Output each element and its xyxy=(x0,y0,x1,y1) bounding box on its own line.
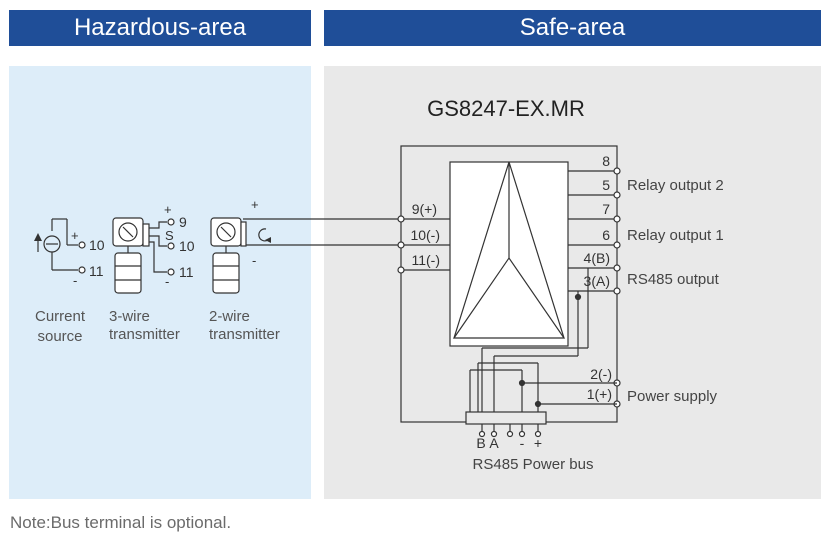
tx2-head-mark xyxy=(220,226,232,238)
tx3-terminal-9 xyxy=(167,218,175,226)
isolation-triangle xyxy=(452,256,566,339)
safe-area-panel xyxy=(324,66,821,499)
bus-pin-label-plus: + xyxy=(534,435,542,451)
tx3-wire-11 xyxy=(149,241,167,273)
terminal-9 xyxy=(397,215,405,223)
terminal-label-3: 3(A) xyxy=(584,273,610,289)
terminal-10 xyxy=(397,241,405,249)
right-terminals xyxy=(613,167,621,408)
junction-minus xyxy=(518,379,526,387)
tx3-pin-11: 11 xyxy=(179,264,194,280)
rs485-output-label: RS485 output xyxy=(627,271,720,288)
junction-a xyxy=(574,293,582,301)
tx2-body xyxy=(212,252,240,294)
current-source-pin-11: 11 xyxy=(89,263,104,279)
tx2-connector xyxy=(240,221,247,247)
two-wire-transmitter: + - 2-wire transmitter xyxy=(209,197,280,343)
tx3-plus: + xyxy=(164,202,172,217)
terminal-label-7: 7 xyxy=(602,201,610,217)
tx3-pin-10: 10 xyxy=(179,238,195,254)
terminal-label-2: 2(-) xyxy=(590,366,612,382)
terminal-label-6: 6 xyxy=(602,227,610,243)
power-supply-label: Power supply xyxy=(627,388,718,405)
relay-output-1-label: Relay output 1 xyxy=(627,227,724,244)
current-source: + - 10 11 Current source xyxy=(34,218,105,345)
tx3-terminal-10 xyxy=(167,242,175,250)
terminal-label-4: 4(B) xyxy=(584,250,610,266)
safe-area-header: Safe-area xyxy=(324,10,821,46)
terminal-label-5: 5 xyxy=(602,177,610,193)
tx2-label-2: transmitter xyxy=(209,326,280,343)
current-source-pin-10: 10 xyxy=(89,237,105,253)
tx2-head-ring xyxy=(216,222,236,242)
bus-connector xyxy=(465,411,547,425)
module-title: GS8247-EX.MR xyxy=(427,96,585,121)
bus-pin-m xyxy=(518,430,526,438)
tx2-label-1: 2-wire xyxy=(209,308,250,325)
bus-label: RS485 Power bus xyxy=(473,456,594,473)
terminal-4 xyxy=(613,264,621,272)
bus-pins xyxy=(478,430,542,438)
bus-pin-a xyxy=(490,430,498,438)
current-source-label-1: Current xyxy=(35,308,86,325)
current-source-plus: + xyxy=(71,228,79,243)
tx3-wire-10 xyxy=(149,235,167,247)
hazardous-area-panel xyxy=(9,66,311,499)
bus-pin-label-a: A xyxy=(489,435,499,451)
tx3-connector xyxy=(142,223,150,247)
terminal-11 xyxy=(397,266,405,274)
terminal-label-10: 10(-) xyxy=(410,227,440,243)
tx3-pin-9: 9 xyxy=(179,214,187,230)
bus-pin-p xyxy=(534,430,542,438)
tx3-label-1: 3-wire xyxy=(109,308,150,325)
loop-arrow xyxy=(258,228,269,242)
current-source-terminal-11 xyxy=(78,266,86,274)
terminal-5 xyxy=(613,191,621,199)
left-terminals xyxy=(397,215,405,274)
terminal-label-11: 11(-) xyxy=(411,252,440,268)
tx3-body xyxy=(114,252,142,294)
isolation-line-right xyxy=(508,161,565,339)
terminal-8 xyxy=(613,167,621,175)
tx3-label-2: transmitter xyxy=(109,326,180,343)
tx3-s: S xyxy=(165,228,174,243)
hazardous-area-header: Hazardous-area xyxy=(9,10,311,46)
terminal-6 xyxy=(613,241,621,249)
tx2-minus: - xyxy=(252,253,256,268)
bus-pin-b xyxy=(478,430,486,438)
tx3-terminal-11 xyxy=(167,268,175,276)
current-arrow-head xyxy=(34,233,42,241)
junction-plus xyxy=(534,400,542,408)
loop-arrow-head xyxy=(265,237,271,243)
tx2-plus: + xyxy=(251,197,259,212)
bus-pin-label-minus: - xyxy=(520,435,525,451)
three-wire-transmitter: + S - 9 10 11 3-wire transmitter xyxy=(109,202,195,343)
terminal-3 xyxy=(613,287,621,295)
note-text: Note:Bus terminal is optional. xyxy=(10,513,232,532)
terminal-label-8: 8 xyxy=(602,153,610,169)
tx3-head-mark xyxy=(122,226,134,238)
current-source-terminal-10 xyxy=(78,241,86,249)
tx3-head-ring xyxy=(118,222,138,242)
tx3-minus: - xyxy=(165,274,169,289)
terminal-7 xyxy=(613,215,621,223)
bus-pin-n xyxy=(506,430,514,438)
terminal-label-9: 9(+) xyxy=(412,201,437,217)
terminal-label-1: 1(+) xyxy=(587,386,612,402)
isolation-line-left xyxy=(453,161,510,339)
relay-output-2-label: Relay output 2 xyxy=(627,177,724,194)
current-source-minus: - xyxy=(73,273,77,288)
current-source-label-2: source xyxy=(37,328,82,345)
bus-pin-label-b: B xyxy=(476,435,485,451)
tx3-wire-9 xyxy=(149,221,167,229)
